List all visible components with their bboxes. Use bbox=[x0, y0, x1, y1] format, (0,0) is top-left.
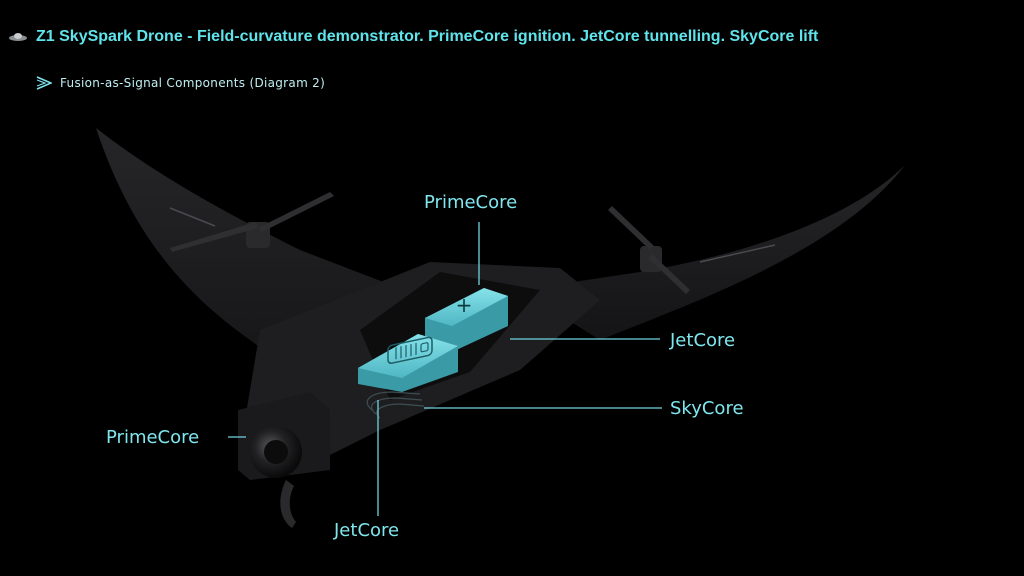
callout-primecore-top: PrimeCore bbox=[424, 192, 518, 213]
circuit-chip-icon bbox=[387, 336, 433, 365]
camera-module bbox=[238, 392, 330, 528]
arrow-chevron-icon bbox=[36, 76, 52, 90]
page-title: Z1 SkySpark Drone - Field-curvature demo… bbox=[36, 28, 819, 45]
page-header: Z1 SkySpark Drone - Field-curvature demo… bbox=[8, 28, 818, 46]
callout-jetcore-right: JetCore bbox=[670, 330, 736, 351]
left-wing-highlight bbox=[169, 207, 216, 227]
left-propeller bbox=[170, 192, 334, 252]
callout-jetcore-bottom: JetCore bbox=[334, 520, 400, 541]
jetcore-module bbox=[358, 334, 458, 392]
right-wing-highlight bbox=[699, 244, 776, 263]
callout-skycore-right: SkyCore bbox=[670, 398, 744, 419]
plus-icon: + bbox=[456, 293, 473, 317]
diagram-subtitle: Fusion-as-Signal Components (Diagram 2) bbox=[36, 76, 325, 90]
right-wing bbox=[520, 165, 905, 340]
right-propeller bbox=[608, 206, 690, 294]
subtitle-text: Fusion-as-Signal Components (Diagram 2) bbox=[60, 76, 326, 90]
callout-primecore-left: PrimeCore bbox=[106, 427, 200, 448]
primecore-module: + bbox=[425, 288, 508, 352]
ufo-icon bbox=[9, 33, 27, 41]
